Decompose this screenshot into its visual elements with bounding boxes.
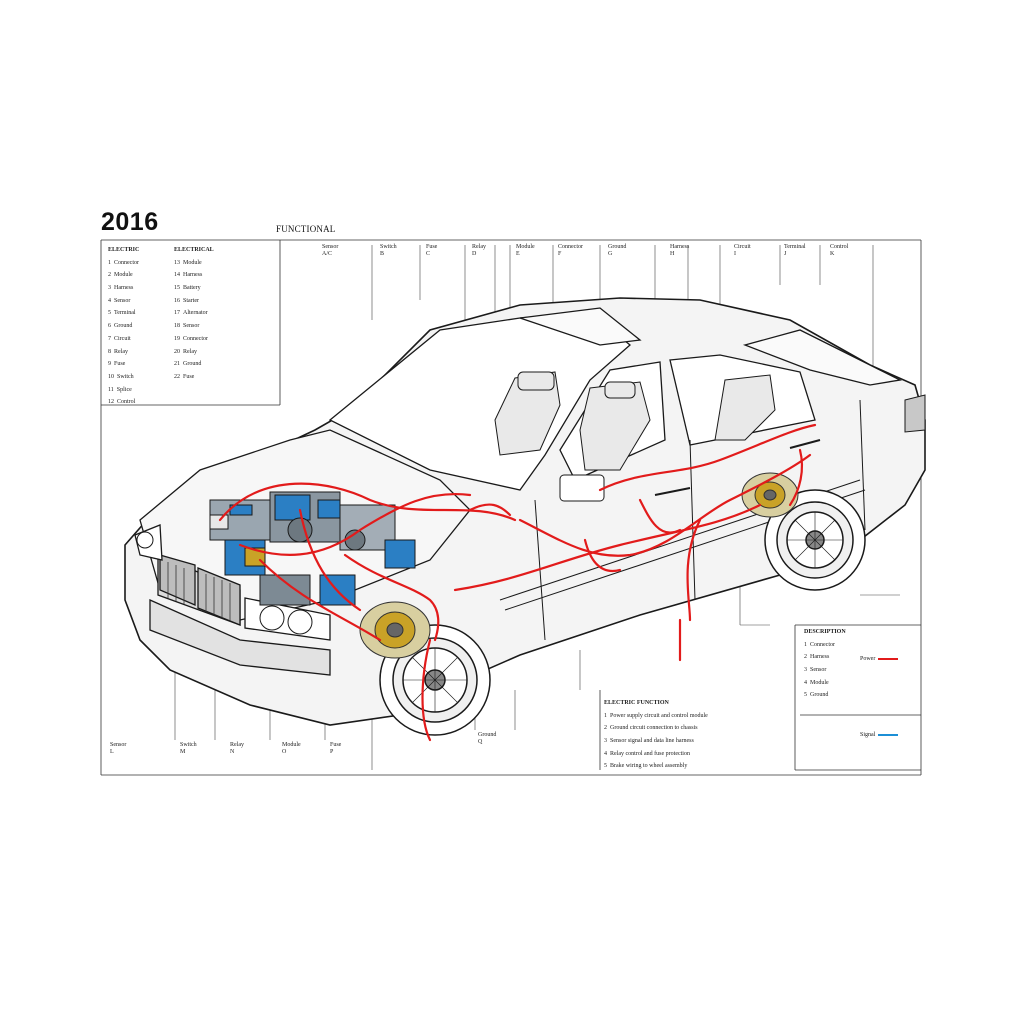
- legend-bottom-right-row: 4 Module: [804, 679, 829, 686]
- legend-left2-row: 15 Battery: [174, 285, 201, 292]
- diagram-year: 2016: [101, 208, 159, 236]
- legend-left-row: 5 Terminal: [108, 310, 136, 317]
- legend-bottom-right: DESCRIPTION 1 Connector 2 Harness 3 Sens…: [804, 626, 846, 702]
- headlights: [136, 531, 313, 635]
- legend-bottom-right-row: 2 Harness: [804, 654, 830, 661]
- legend-left-row: 9 Fuse: [108, 361, 126, 368]
- legend-left-row: 7 Circuit: [108, 335, 131, 342]
- front-brake-assembly: [359, 601, 431, 659]
- legend-left-block: ELECTRIC 1 Connector 2 Module 3 Harness …: [108, 244, 139, 409]
- legend-left-row: 11 Splice: [108, 386, 132, 393]
- legend-left-row: 12 Control: [108, 399, 136, 406]
- legend-bottom-right-header: DESCRIPTION: [804, 629, 846, 635]
- legend-left2-header: ELECTRICAL: [174, 247, 214, 253]
- car-seats: [494, 371, 776, 471]
- car-grille: [167, 562, 231, 621]
- legend-left2-row: 18 Sensor: [174, 323, 200, 330]
- legend-left2-row: 16 Starter: [174, 297, 199, 304]
- legend-left2-row: 20 Relay: [174, 348, 197, 355]
- legend-bottom-mid-row: 1 Power supply circuit and control modul…: [604, 712, 708, 719]
- diagram-title: FUNCTIONAL: [276, 224, 336, 234]
- legend-bottom-mid-row: 3 Sensor signal and data line harness: [604, 738, 694, 745]
- legend-left-row: 3 Harness: [108, 285, 134, 292]
- legend-left-row: 4 Sensor: [108, 297, 131, 304]
- legend-bottom-right-row: 1 Connector: [804, 641, 835, 648]
- legend-left-row: 6 Ground: [108, 323, 133, 330]
- front-wheel: [379, 624, 491, 736]
- legend-key-power-label: Power: [860, 656, 876, 662]
- legend-left2-block: ELECTRICAL 13 Module 14 Harness 15 Batte…: [174, 244, 214, 384]
- legend-bottom-right-row: 5 Ground: [804, 692, 829, 699]
- legend-bottom-mid-row: 5 Brake wiring to wheel assembly: [604, 763, 688, 770]
- legend-bottom-right-row: 3 Sensor: [804, 667, 827, 674]
- legend-left2-row: 14 Harness: [174, 272, 203, 279]
- red-wiring-harness: [218, 423, 817, 742]
- legend-left-row: 10 Switch: [108, 373, 134, 380]
- legend-left2-row: 13 Module: [174, 259, 202, 266]
- legend-bottom-mid-header: ELECTRIC FUNCTION: [604, 700, 669, 706]
- legend-left2-row: 17 Alternator: [174, 310, 208, 317]
- legend-left-header: ELECTRIC: [108, 247, 140, 253]
- legend-left2-row: 22 Fuse: [174, 373, 195, 380]
- legend-left-row: 1 Connector: [108, 259, 139, 266]
- legend-bottom-mid: ELECTRIC FUNCTION 1 Power supply circuit…: [604, 697, 708, 773]
- legend-left2-row: 21 Ground: [174, 361, 202, 368]
- rear-wheel: [764, 489, 866, 591]
- legend-left2-row: 19 Connector: [174, 335, 208, 342]
- tail-light: [904, 394, 926, 433]
- legend-bottom-mid-row: 2 Ground circuit connection to chassis: [604, 725, 698, 732]
- legend-key-signal-label: Signal: [860, 732, 876, 738]
- legend-left-row: 2 Module: [108, 272, 133, 279]
- legend-bottom-mid-row: 4 Relay control and fuse protection: [604, 750, 690, 757]
- legend-left-row: 8 Relay: [108, 348, 128, 355]
- diagram-frame: [100, 239, 922, 776]
